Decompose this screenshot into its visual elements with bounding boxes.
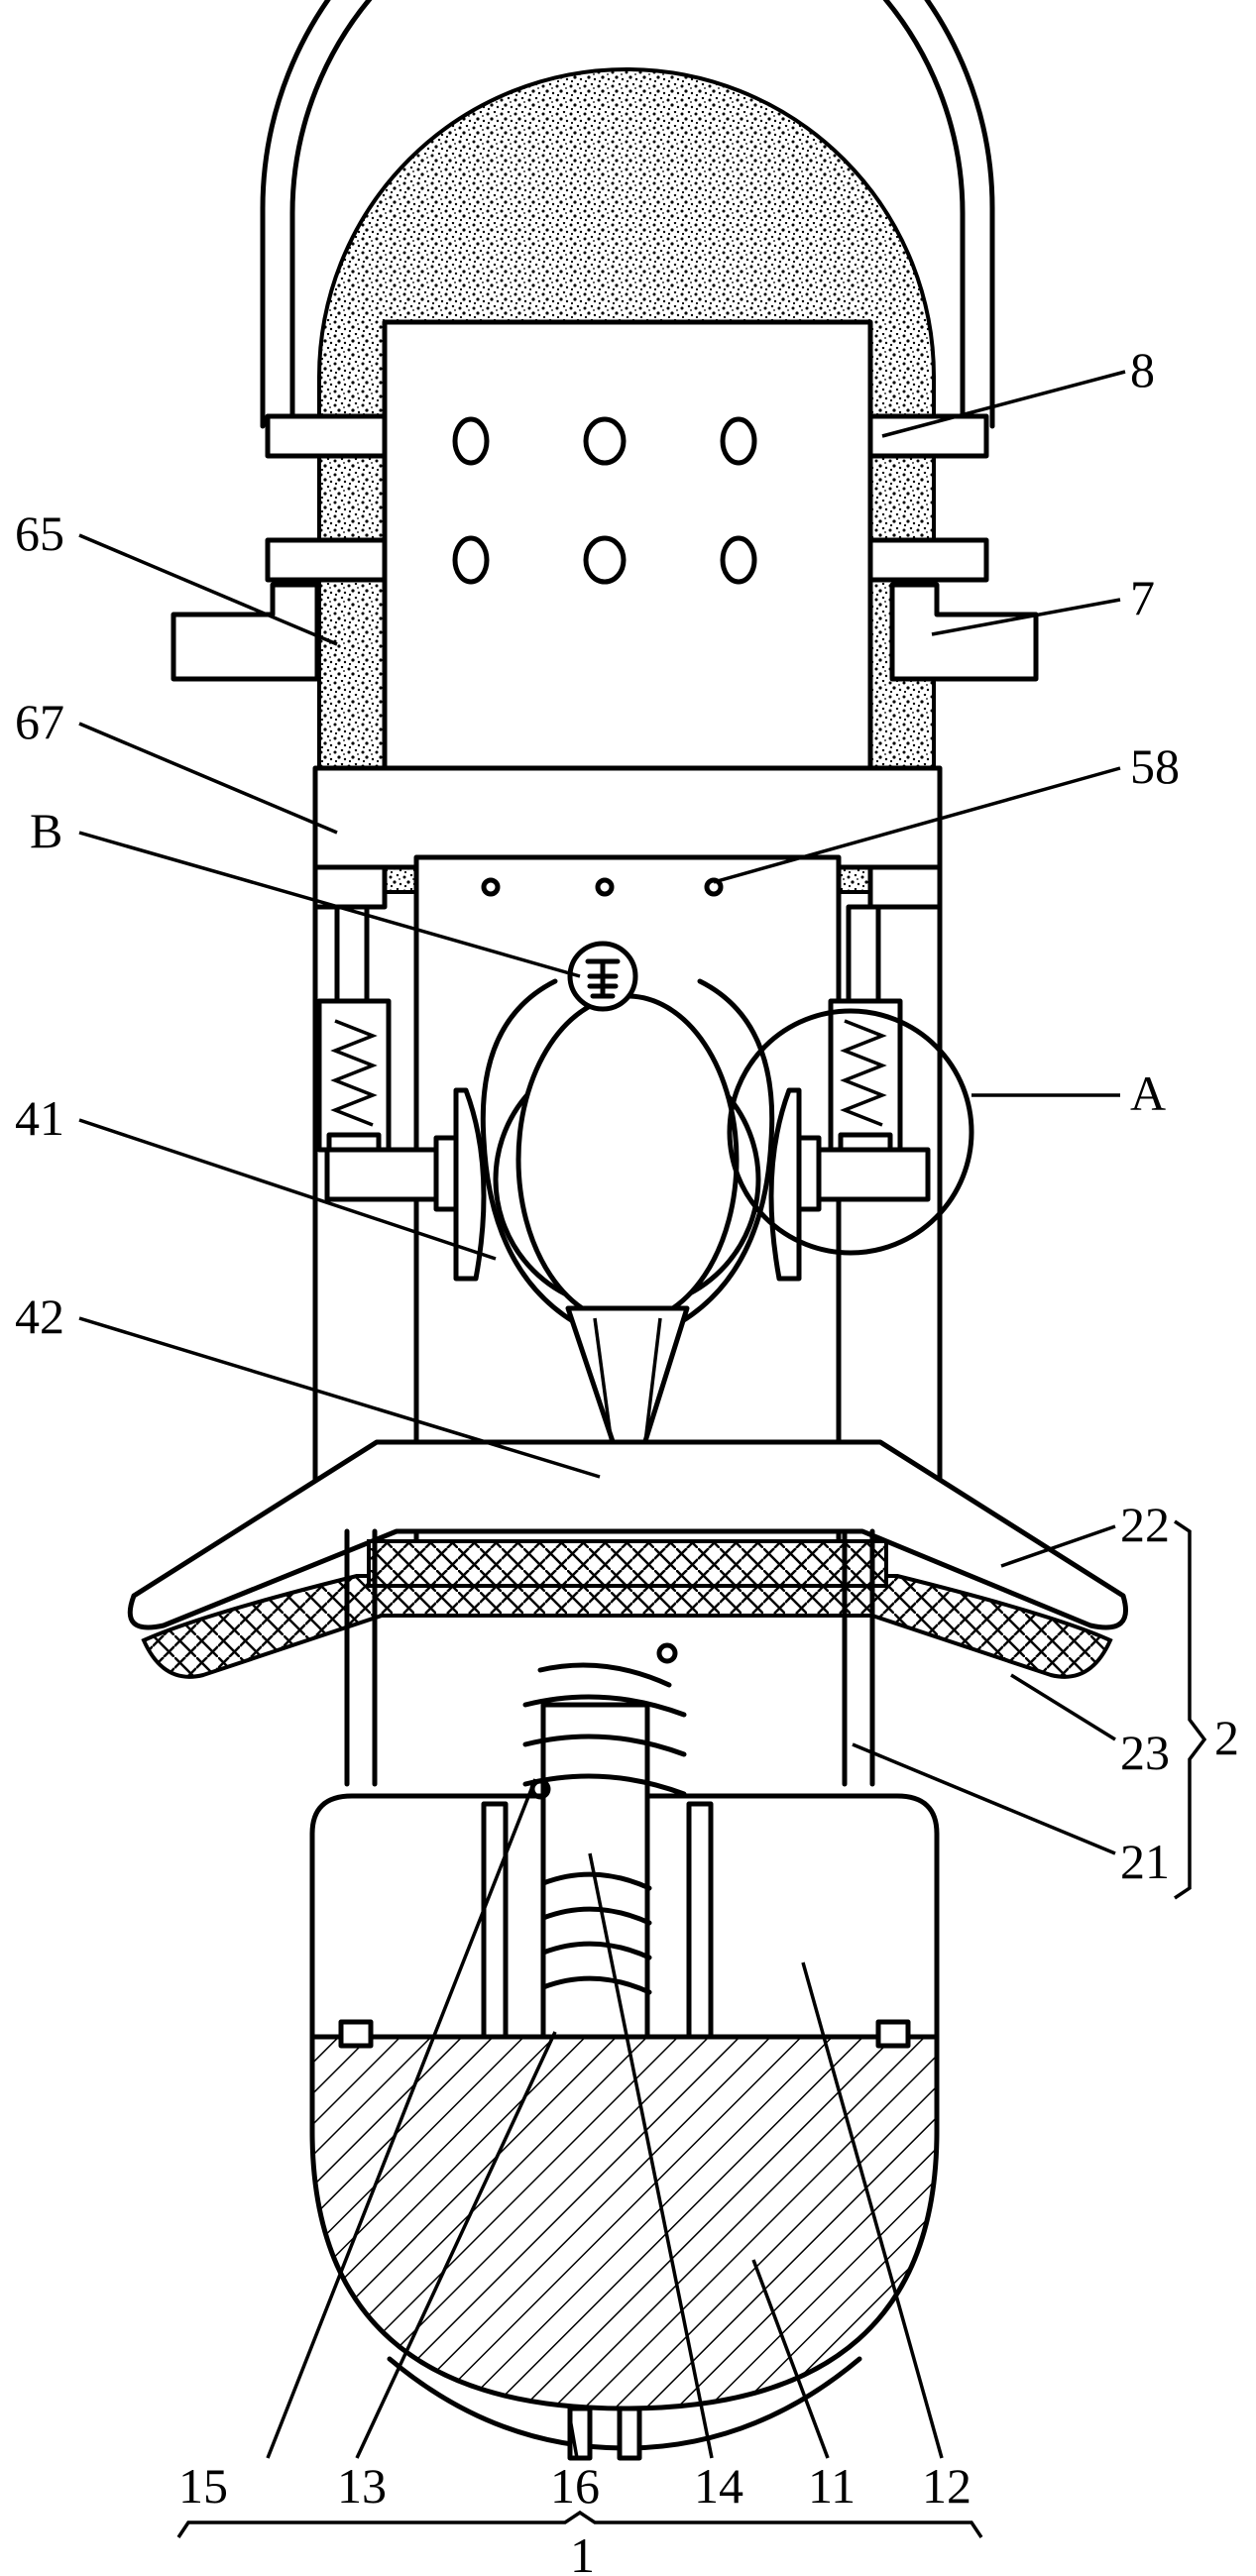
callout-22: 22 bbox=[1120, 1497, 1170, 1552]
callout-1: 1 bbox=[570, 2527, 595, 2576]
spring-assembly-right bbox=[786, 904, 931, 1212]
callout-12: 12 bbox=[922, 2458, 971, 2514]
vent-box bbox=[382, 319, 873, 771]
mic-holder bbox=[480, 941, 775, 1495]
callout-67: 67 bbox=[15, 694, 64, 749]
callout-11: 11 bbox=[808, 2458, 856, 2514]
callout-23: 23 bbox=[1120, 1725, 1170, 1780]
callout-65: 65 bbox=[15, 505, 64, 561]
callout-58: 58 bbox=[1130, 738, 1180, 794]
callout-42: 42 bbox=[15, 1288, 64, 1344]
callout-14: 14 bbox=[694, 2458, 743, 2514]
callout-labels: 8 7 65 67 58 B A 41 42 22 23 2 21 15 13 … bbox=[15, 342, 1239, 2576]
callout-7: 7 bbox=[1130, 570, 1155, 625]
leader-lines bbox=[78, 370, 1207, 2538]
main-body bbox=[312, 765, 943, 1554]
callout-2: 2 bbox=[1214, 1710, 1239, 1765]
detail-circle-a bbox=[727, 1008, 974, 1256]
callout-41: 41 bbox=[15, 1090, 64, 1146]
collar-assembly bbox=[127, 1439, 1129, 1787]
callout-a: A bbox=[1130, 1065, 1166, 1121]
callout-13: 13 bbox=[337, 2458, 387, 2514]
callout-15: 15 bbox=[178, 2458, 228, 2514]
base-assembly bbox=[309, 1642, 940, 2461]
callout-8: 8 bbox=[1130, 342, 1155, 397]
callout-21: 21 bbox=[1120, 1834, 1170, 1889]
callout-16: 16 bbox=[550, 2458, 600, 2514]
clamp-pads bbox=[453, 1087, 802, 1282]
callout-b: B bbox=[30, 803, 62, 858]
